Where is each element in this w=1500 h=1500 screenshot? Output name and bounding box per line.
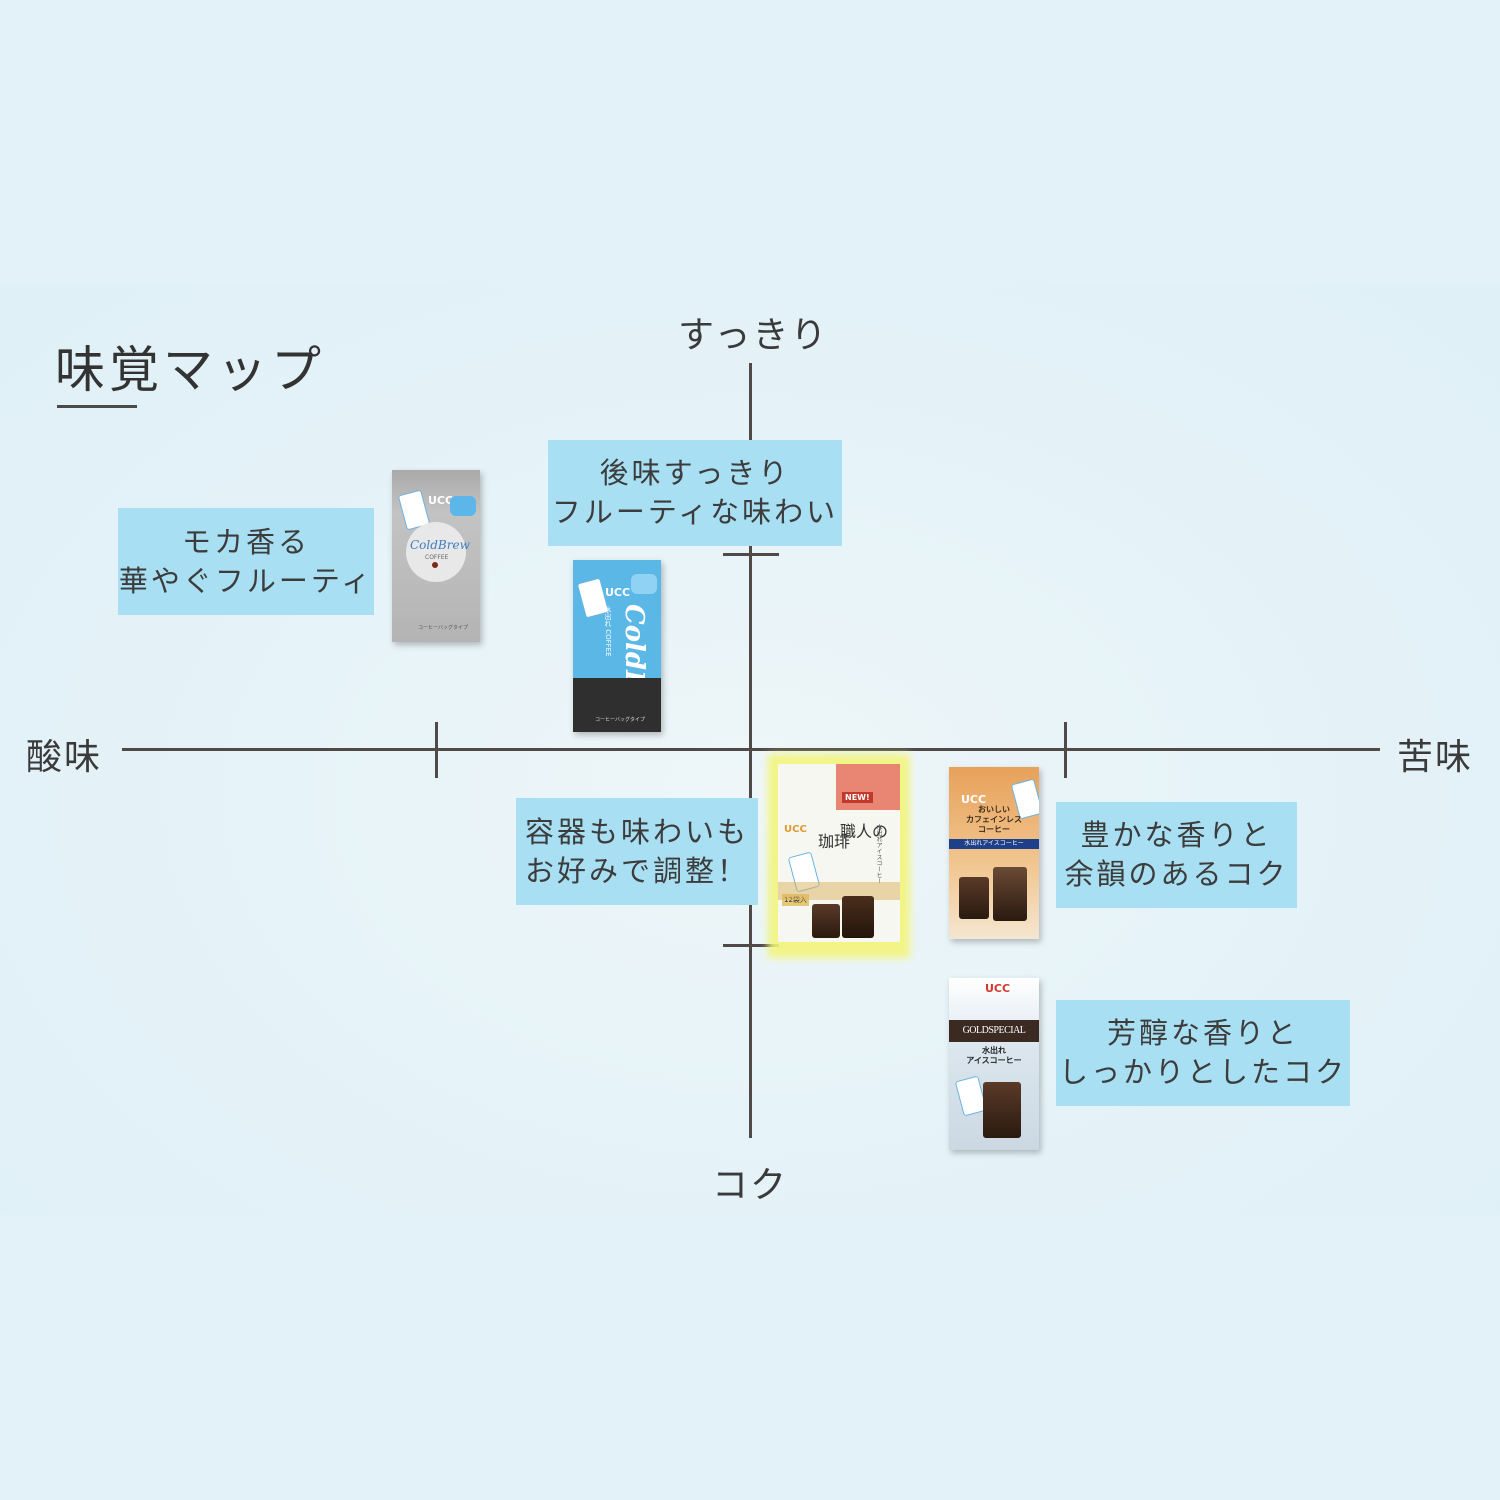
product-name: おいしい カフェインレス コーヒー: [966, 805, 1022, 834]
axis-tick-bottom: [723, 944, 779, 947]
product-gold-special[interactable]: UCC GOLDSPECIAL 水出れ アイスコーヒー: [949, 978, 1039, 1150]
vertical-axis: [749, 363, 752, 1138]
axis-label-bottom: コク: [712, 1165, 789, 1206]
iced-coffee-glass-icon: [812, 904, 840, 938]
axis-label-right: 苦味: [1397, 737, 1474, 778]
coffee-pitcher-icon: [842, 896, 874, 938]
product-name: ColdBrew: [410, 538, 470, 552]
callout-fruity-line1: 後味すっきり: [599, 456, 791, 490]
iced-coffee-glass-icon: [983, 1082, 1021, 1138]
product-sub: 水出れ アイスコーヒー: [966, 1046, 1022, 1065]
product-name: 職人の: [840, 822, 889, 841]
axis-tick-left: [435, 722, 438, 778]
callout-container-line1: 容器も味わいも: [524, 814, 749, 849]
new-badge: NEW!: [842, 792, 873, 803]
callout-container: 容器も味わいも お好みで調整！: [516, 798, 758, 905]
title-underline: [57, 405, 137, 408]
callout-rich-aroma-line2: 余韻のあるコク: [1064, 857, 1289, 891]
page-title: 味覚マップ: [55, 341, 325, 399]
callout-mellow-line1: 芳醇な香りと: [1106, 1016, 1299, 1050]
package-top-band: [836, 764, 900, 810]
product-name-line2: 珈琲: [818, 832, 851, 851]
product-coldbrew[interactable]: UCC ColdBrew 水出れ COFFEE コーヒーバッグタイプ: [573, 560, 661, 732]
package-gold-band: [778, 882, 900, 900]
callout-mocha-line2: 華やぐフルーティ: [118, 563, 374, 598]
product-brand-logo: UCC: [428, 494, 454, 507]
package-band: 水出れアイスコーヒー: [949, 839, 1039, 849]
iced-coffee-glass-icon: [959, 877, 989, 919]
badge-icon: [631, 574, 657, 594]
label-circle: [406, 522, 466, 582]
product-note: コーヒーバッグタイプ: [418, 625, 468, 631]
callout-fruity: 後味すっきり フルーティな味わい: [548, 440, 842, 546]
product-coldbrew-single-origin[interactable]: UCC ColdBrew COFFEE コーヒーバッグタイプ: [392, 470, 480, 642]
product-caffeine-less[interactable]: UCC おいしい カフェインレス コーヒー 水出れアイスコーヒー: [949, 767, 1039, 939]
product-sub: 水出れアイスコーヒー: [875, 824, 882, 884]
product-brand-logo: UCC: [784, 824, 807, 835]
callout-fruity-line2: フルーティな味わい: [551, 495, 839, 529]
badge-icon: [450, 496, 476, 516]
package-band: [573, 678, 661, 732]
product-shokunin[interactable]: NEW! UCC 職人の 珈琲 水出れアイスコーヒー 12袋入: [778, 764, 900, 942]
callout-container-line2: お好みで調整！: [524, 853, 749, 888]
callout-rich-aroma-line1: 豊かな香りと: [1080, 818, 1273, 852]
product-sub: COFFEE: [425, 554, 449, 561]
axis-label-top: すっきり: [678, 315, 829, 356]
axis-tick-right: [1064, 722, 1067, 778]
product-brand-logo: UCC: [985, 982, 1011, 995]
product-note: コーヒーバッグタイプ: [595, 717, 645, 723]
axis-label-left: 酸味: [26, 737, 103, 778]
coffee-pitcher-icon: [993, 867, 1027, 921]
callout-mellow: 芳醇な香りと しっかりとしたコク: [1056, 1000, 1350, 1106]
product-sub: 水出れ COFFEE: [604, 606, 612, 657]
callout-rich-aroma: 豊かな香りと 余韻のあるコク: [1056, 802, 1297, 908]
axis-tick-top: [723, 553, 779, 556]
product-brand-logo: UCC: [961, 793, 987, 806]
callout-mocha: モカ香る 華やぐフルーティ: [118, 508, 374, 615]
product-brand-logo: UCC: [605, 586, 631, 599]
callout-mocha-line1: モカ香る: [181, 524, 310, 559]
bean-icon: [432, 562, 438, 568]
callout-mellow-line2: しっかりとしたコク: [1058, 1055, 1347, 1089]
product-name: GOLDSPECIAL: [949, 1020, 1039, 1042]
